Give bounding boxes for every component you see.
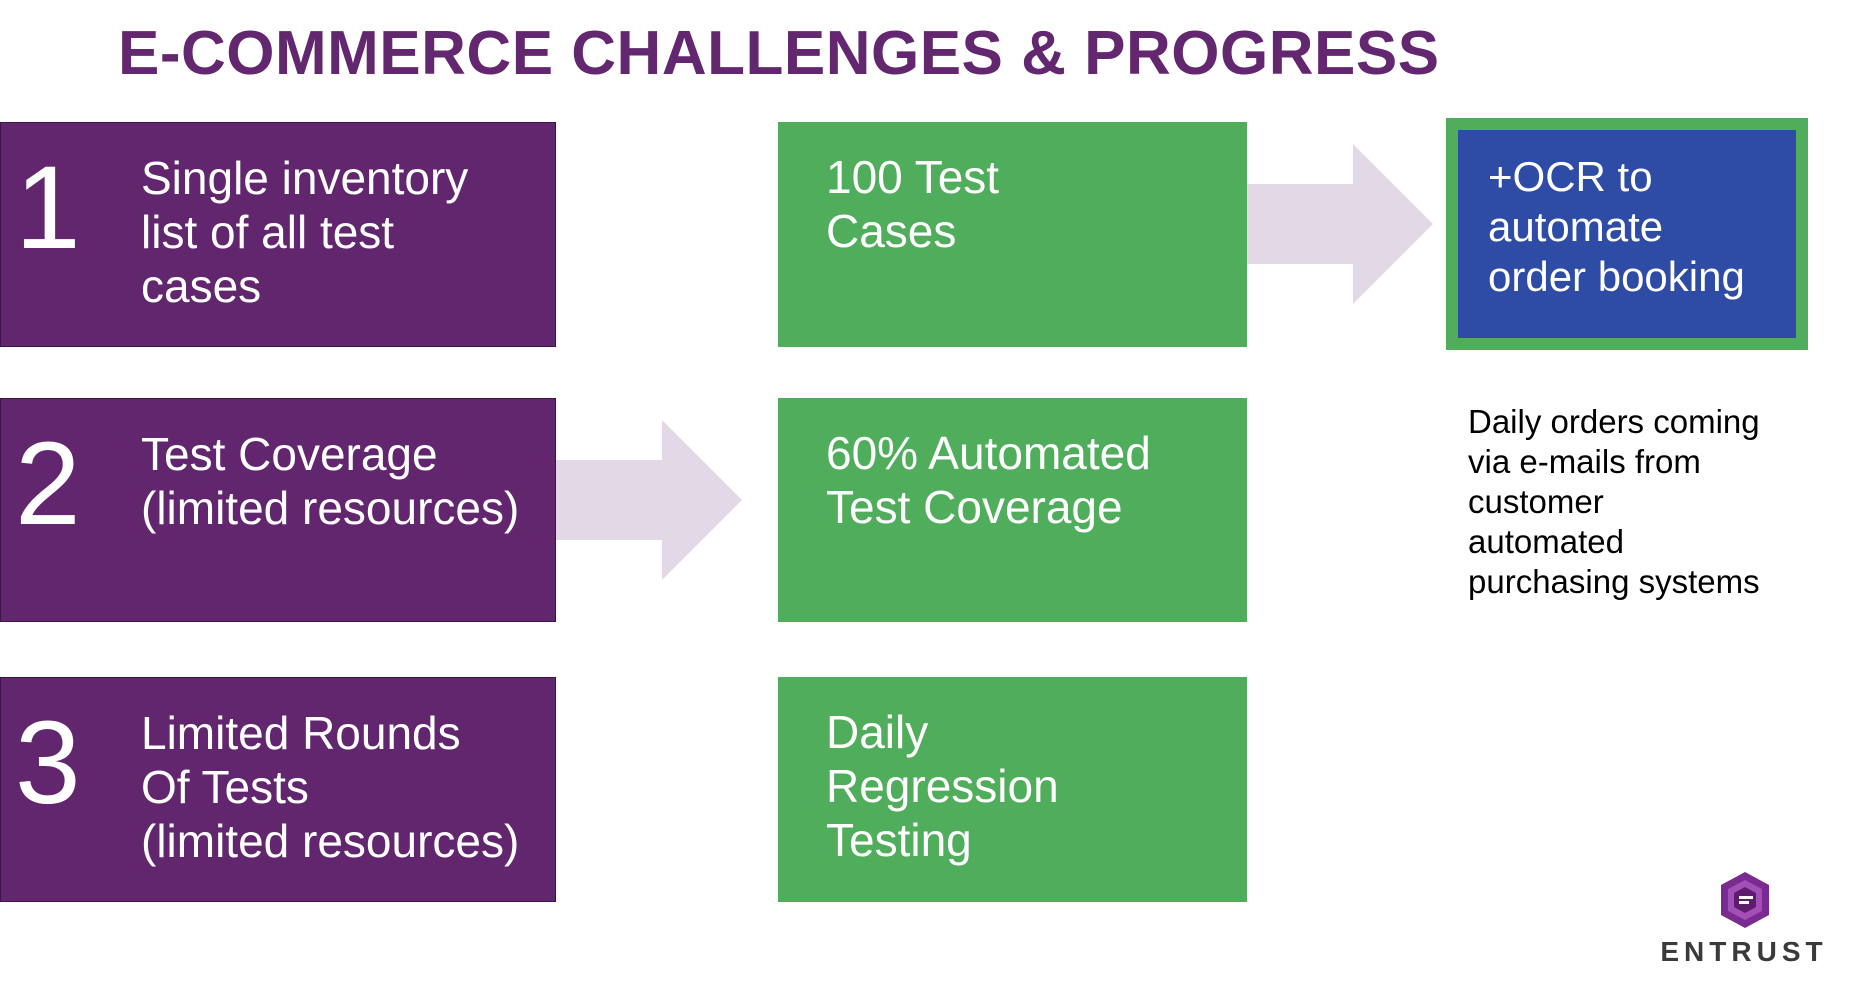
progress-box-1: 100 Test Cases — [778, 122, 1247, 347]
challenge-number: 1 — [15, 142, 81, 274]
progress-box-3: Daily Regression Testing — [778, 677, 1247, 902]
ocr-box: +OCR to automate order booking — [1446, 118, 1808, 350]
challenge-text: Test Coverage (limited resources) — [141, 428, 520, 534]
challenge-number: 2 — [15, 418, 81, 550]
challenge-box-3: 3 Limited Rounds Of Tests (limited resou… — [0, 677, 556, 902]
ocr-box-text: +OCR to automate order booking — [1458, 130, 1796, 338]
challenge-box-2: 2 Test Coverage (limited resources) — [0, 398, 556, 622]
progress-text: 100 Test Cases — [826, 151, 1000, 257]
entrust-hexagon-logo-icon — [1721, 872, 1769, 928]
arrow-right-icon — [1247, 144, 1433, 304]
challenge-number: 3 — [15, 697, 81, 829]
arrow-right-icon — [556, 420, 742, 580]
ocr-note: Daily orders coming via e-mails from cus… — [1468, 403, 1760, 600]
progress-box-2: 60% Automated Test Coverage — [778, 398, 1247, 622]
progress-text: 60% Automated Test Coverage — [826, 427, 1151, 533]
progress-text: Daily Regression Testing — [826, 706, 1059, 866]
logo-wordmark: ENTRUST — [1660, 936, 1828, 967]
challenge-text: Single inventory list of all test cases — [141, 152, 469, 312]
page-title: E-COMMERCE CHALLENGES & PROGRESS — [118, 19, 1440, 88]
challenge-text: Limited Rounds Of Tests (limited resourc… — [141, 707, 520, 867]
challenge-box-1: 1 Single inventory list of all test case… — [0, 122, 556, 347]
entrust-logo: ENTRUST — [1652, 870, 1836, 970]
